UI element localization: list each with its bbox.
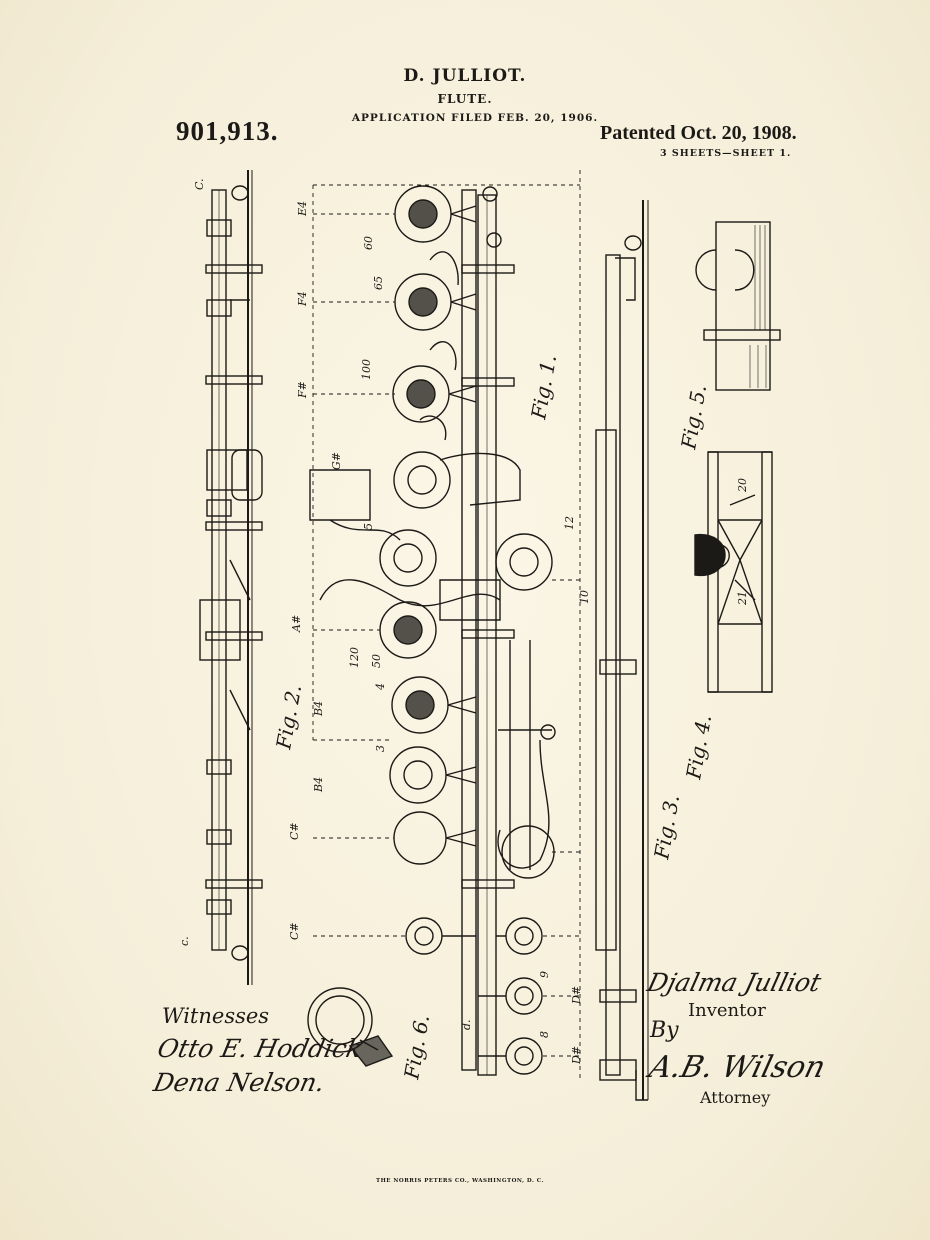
reference-number: 65 [372,276,385,290]
fig6-label: Fig. 6. [399,1013,434,1082]
fig4-label: Fig. 4. [681,713,716,782]
printer-credit: THE NORRIS PETERS CO., WASHINGTON, D. C. [375,1178,545,1184]
witness-2-signature: Dena Nelson. [150,1068,328,1097]
witnesses-label: Witnesses [162,1004,270,1028]
reference-number: 5 [362,523,375,530]
inventor-name: D. JULLIOT. [403,66,527,86]
attorney-signature: A.B. Wilson [645,1050,829,1085]
note-label: F4 [296,291,309,307]
note-label: D# [570,1046,583,1065]
patent-title: FLUTE. [437,92,493,106]
reference-number: 60 [362,236,375,250]
reference-number: 10 [578,590,591,604]
note-label: A# [290,615,303,633]
note-label: E4 [296,201,309,217]
reference-number: 8 [538,1031,551,1038]
note-label: F# [296,381,309,399]
reference-number: 3 [374,745,387,752]
reference-number: 50 [370,654,383,668]
reference-number: 9 [538,971,551,978]
reference-number: 21 [736,591,749,606]
fig1-label: Fig. 1. [526,353,561,422]
sheet-count: 3 SHEETS—SHEET 1. [660,148,792,159]
note-label: G# [330,452,343,470]
note-label: D# [570,986,583,1005]
by-label: By [650,1018,679,1043]
fig4-tube-section [694,451,773,693]
note-label: C# [288,822,301,840]
inventor-label: Inventor [688,1000,766,1021]
fig5-tube [695,221,781,391]
patented-date: Patented Oct. 20, 1908. [600,122,797,144]
fig3-side-view [595,200,649,1101]
note-label: C# [288,922,301,940]
reference-number: 12 [563,516,576,530]
fig2-label: Fig. 2. [271,683,306,752]
reference-number: 120 [348,647,361,668]
application-filed-date: APPLICATION FILED FEB. 20, 1906. [351,112,599,124]
witness-1-signature: Otto E. Hoddick [154,1034,365,1063]
note-label: c. [178,936,191,946]
note-label: B4 [312,777,325,793]
attorney-label: Attorney [700,1088,771,1107]
reference-number: 4 [374,683,387,691]
note-guide-lines [312,170,581,1080]
fig3-label: Fig. 3. [649,793,684,862]
fig1-key-mechanism [309,185,556,1076]
fig6-key-detail [307,987,394,1067]
note-label: d. [460,1019,473,1030]
note-label: C. [193,178,206,190]
patent-number: 901,913. [176,116,279,146]
reference-number: 100 [360,359,373,380]
reference-number: 20 [736,478,749,493]
fig5-label: Fig. 5. [676,383,711,452]
reference-labels: E4 F4 F# G# A# B4 B4 C# C# D# D# C. c. d… [178,178,749,1065]
note-label: B4 [312,701,325,717]
inventor-signature: Djalma Julliot [644,968,825,997]
fig2-side-view [199,170,263,985]
